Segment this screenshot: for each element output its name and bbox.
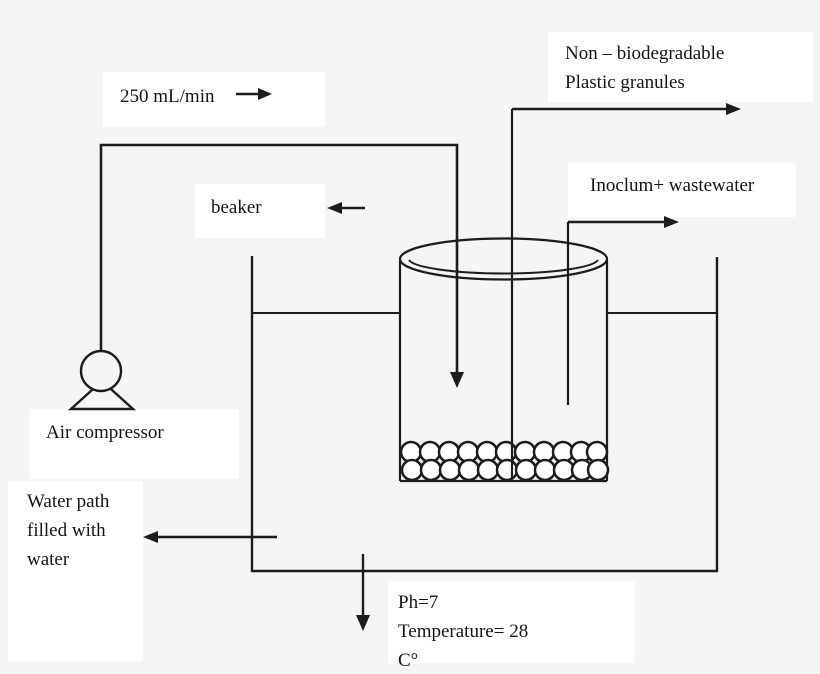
arrow-down-icon bbox=[450, 372, 464, 388]
temperature-unit: C° bbox=[398, 650, 419, 671]
water-path-label-line2: filled with bbox=[27, 520, 106, 541]
beaker-label: beaker bbox=[211, 197, 262, 218]
air-supply-line bbox=[101, 145, 464, 388]
arrow-down-icon bbox=[356, 615, 370, 631]
air-compressor-label: Air compressor bbox=[46, 422, 164, 443]
flow-rate-label-box: 250 mL/min bbox=[103, 72, 325, 127]
beaker-rim-inner-arc bbox=[409, 260, 598, 273]
ph-label: Ph=7 bbox=[398, 592, 439, 613]
air-compressor-label-box: Air compressor bbox=[29, 409, 239, 479]
water-path-label-box: Water path filled with water bbox=[8, 481, 143, 661]
granules-label-line2: Plastic granules bbox=[565, 72, 685, 93]
beaker-pointer-arrow bbox=[327, 202, 365, 214]
granules-label-line1: Non – biodegradable bbox=[565, 43, 725, 64]
granules-feed-line bbox=[512, 103, 741, 478]
temperature-label: Temperature= 28 C° bbox=[398, 617, 635, 674]
ph-temperature-label-box: Ph=7 Temperature= 28 C° bbox=[388, 581, 635, 671]
granules-label-box: Non – biodegradable Plastic granules bbox=[548, 32, 813, 102]
water-path-arrow bbox=[143, 531, 277, 543]
water-bath-tank bbox=[251, 256, 718, 572]
beaker-rim bbox=[400, 239, 607, 280]
arrow-right-icon bbox=[664, 216, 679, 228]
flow-rate-label: 250 mL/min bbox=[120, 86, 215, 107]
arrow-left-icon bbox=[327, 202, 342, 214]
water-path-label-line3: water bbox=[27, 549, 70, 570]
arrow-left-icon bbox=[143, 531, 158, 543]
temperature-value: Temperature= 28 bbox=[398, 621, 529, 642]
drain-arrow bbox=[356, 554, 370, 631]
inner-beaker bbox=[400, 239, 607, 482]
inoculum-feed-line bbox=[568, 216, 679, 405]
beaker-label-box: beaker bbox=[195, 184, 325, 238]
arrow-right-icon bbox=[726, 103, 741, 115]
plastic-granules bbox=[401, 442, 608, 480]
air-compressor-icon bbox=[71, 351, 133, 409]
water-path-label-line1: Water path bbox=[27, 491, 110, 512]
inoculum-label: Inoclum+ wastewater bbox=[590, 175, 755, 196]
inoculum-label-box: Inoclum+ wastewater bbox=[568, 163, 796, 217]
